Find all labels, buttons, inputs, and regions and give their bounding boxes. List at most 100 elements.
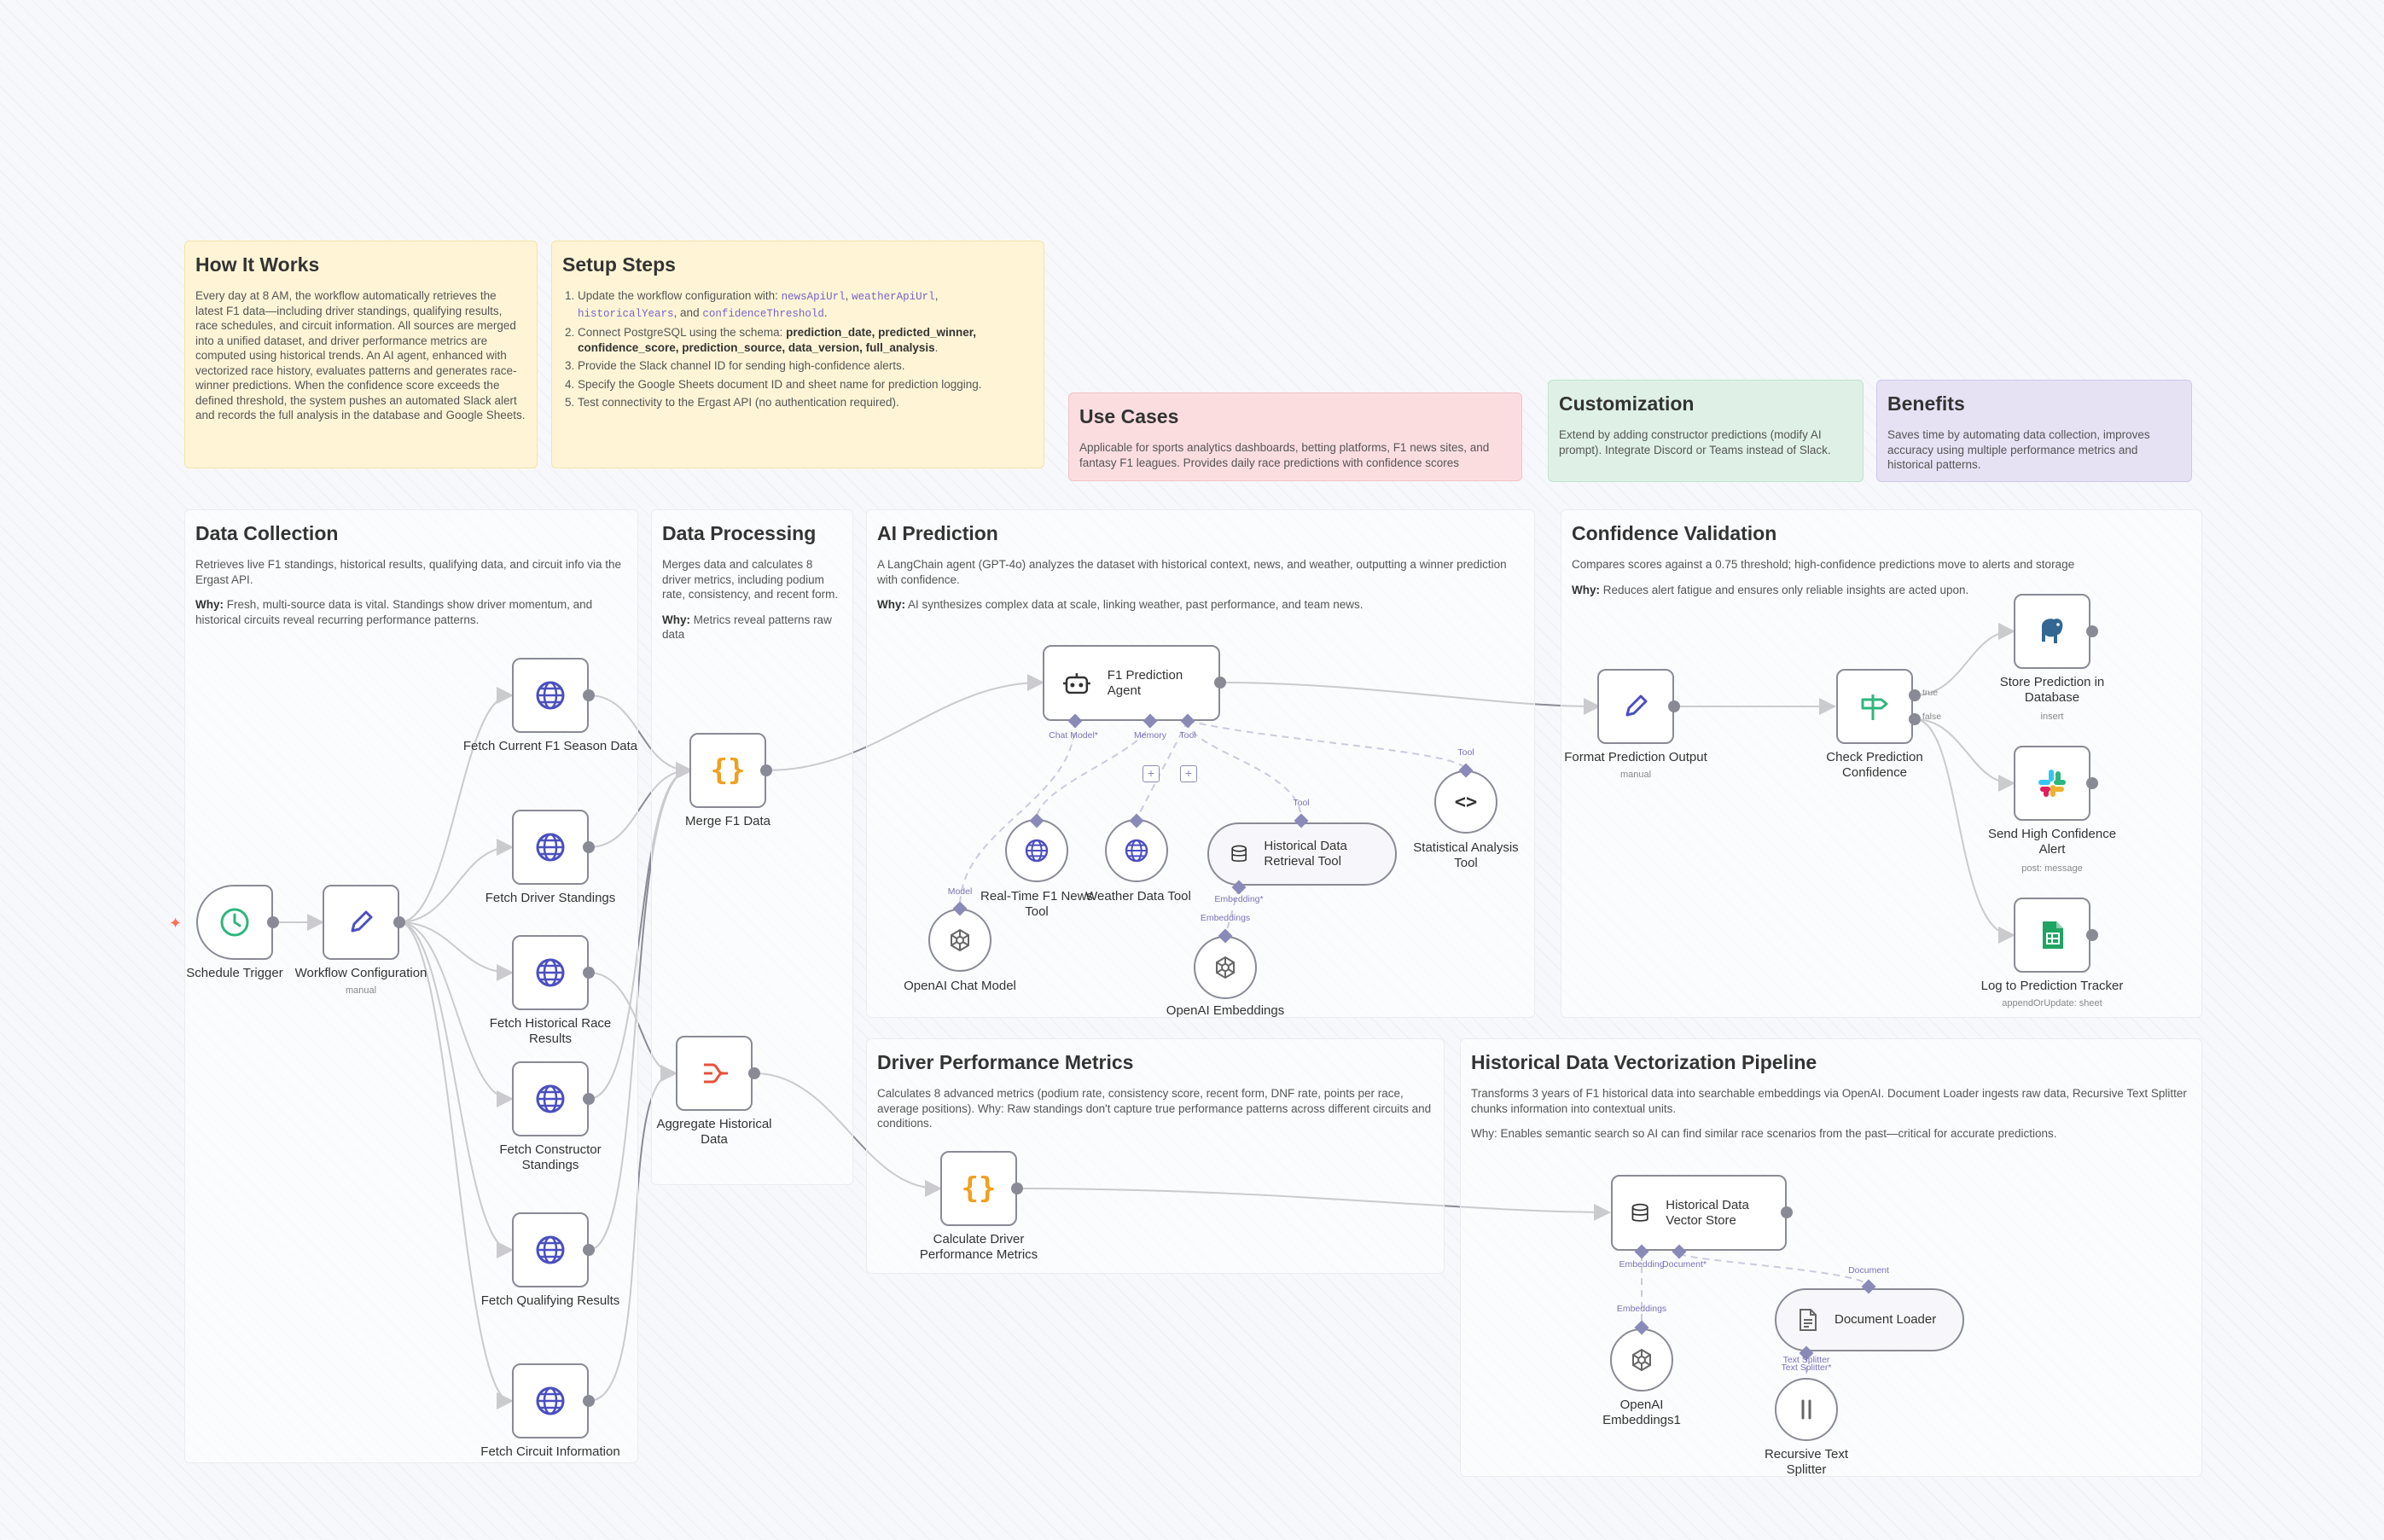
statistical-analysis-tool-node[interactable]: <>	[1434, 770, 1497, 834]
setup-step: Test connectivity to the Ergast API (no …	[578, 395, 1033, 410]
output-handle[interactable]	[760, 764, 772, 776]
output-handle[interactable]	[2086, 929, 2098, 941]
node-label: OpenAI Embeddings	[1166, 1003, 1285, 1018]
note-body: Applicable for sports analytics dashboar…	[1079, 441, 1490, 469]
node-label: OpenAI Embeddings1	[1602, 1398, 1681, 1427]
node-label: Aggregate Historical Data	[656, 1117, 772, 1147]
note-setup-steps[interactable]: Setup Steps Update the workflow configur…	[551, 241, 1044, 468]
node-label: Fetch Current F1 Season Data	[462, 739, 638, 753]
workflow-configuration-node[interactable]	[323, 885, 399, 960]
output-handle[interactable]	[748, 1067, 760, 1079]
globe-icon	[536, 681, 565, 710]
send-slack-alert-node[interactable]	[2014, 746, 2090, 821]
output-handle[interactable]	[583, 1093, 595, 1105]
output-handle[interactable]	[583, 841, 595, 853]
setup-step: Provide the Slack channel ID for sending…	[578, 358, 1033, 374]
node-label: OpenAI Chat Model	[904, 979, 1016, 993]
false-output-handle[interactable]	[1909, 713, 1921, 725]
port-label: Text Splitter*	[1781, 1363, 1832, 1373]
clock-icon	[220, 908, 249, 937]
output-handle[interactable]	[583, 1395, 595, 1407]
add-memory-button[interactable]: +	[1143, 765, 1160, 782]
recursive-text-splitter-node[interactable]	[1775, 1378, 1838, 1441]
output-handle[interactable]	[2086, 625, 2098, 637]
aggregate-icon	[704, 1063, 728, 1084]
node-sublabel: manual	[345, 985, 377, 996]
section-desc: Compares scores against a 0.75 threshold…	[1572, 558, 2075, 571]
database-icon	[1631, 1203, 1648, 1222]
setup-step: Specify the Google Sheets document ID an…	[578, 377, 1033, 392]
code-braces-icon: {}	[961, 1171, 997, 1206]
globe-icon	[536, 1084, 565, 1113]
check-confidence-node[interactable]	[1836, 669, 1913, 744]
note-title: Benefits	[1887, 392, 1965, 415]
openai-chat-model-node[interactable]	[928, 909, 991, 972]
news-tool-node[interactable]	[1005, 819, 1068, 882]
output-handle[interactable]	[2086, 777, 2098, 789]
fetch-circuit-node[interactable]	[512, 1363, 589, 1438]
globe-icon	[536, 833, 565, 862]
note-title: Customization	[1559, 392, 1695, 415]
openai-icon	[1216, 956, 1235, 979]
fetch-driver-standings-node[interactable]	[512, 810, 589, 885]
port-label: Text Splitter	[1782, 1355, 1830, 1365]
output-handle[interactable]	[1214, 677, 1226, 689]
output-handle[interactable]	[393, 916, 405, 928]
output-handle[interactable]	[583, 967, 595, 979]
aggregate-historical-node[interactable]	[676, 1036, 753, 1111]
openai-embeddings-node[interactable]	[1194, 936, 1257, 999]
merge-f1-data-node[interactable]: {}	[689, 733, 766, 808]
setup-step: Connect PostgreSQL using the schema: pre…	[578, 325, 1033, 355]
setup-step: Update the workflow configuration with: …	[578, 288, 1033, 322]
format-prediction-node[interactable]	[1597, 669, 1674, 744]
note-customization[interactable]: Customization Extend by adding construct…	[1548, 380, 1864, 482]
database-icon	[1231, 845, 1247, 862]
output-handle[interactable]	[1668, 700, 1680, 712]
output-handle[interactable]	[267, 916, 279, 928]
section-why: Why: Reduces alert fatigue and ensures o…	[1572, 583, 1969, 596]
signpost-icon	[1861, 694, 1888, 720]
fetch-qualifying-node[interactable]	[512, 1212, 589, 1287]
output-handle[interactable]	[1781, 1206, 1793, 1218]
f1-prediction-agent-node[interactable]: F1 Prediction Agent	[1043, 645, 1220, 721]
calculate-metrics-node[interactable]: {}	[940, 1151, 1017, 1226]
section-desc: Retrieves live F1 standings, historical …	[195, 558, 621, 586]
fetch-season-node[interactable]	[512, 658, 589, 733]
fetch-constructor-node[interactable]	[512, 1061, 589, 1136]
output-handle[interactable]	[583, 1244, 595, 1256]
section-why: Why: Metrics reveal patterns raw data	[662, 613, 832, 642]
node-label: Real-Time F1 News Tool	[980, 889, 1093, 919]
log-google-sheets-node[interactable]	[2014, 898, 2090, 973]
port-label: Embedding*	[1214, 894, 1264, 904]
note-use-cases[interactable]: Use Cases Applicable for sports analytic…	[1068, 392, 1522, 481]
fetch-race-results-node[interactable]	[512, 935, 589, 1010]
output-handle[interactable]	[1011, 1183, 1023, 1194]
node-label: Weather Data Tool	[1085, 889, 1191, 904]
true-output-handle[interactable]	[1909, 689, 1921, 701]
section-title: Historical Data Vectorization Pipeline	[1471, 1051, 1817, 1073]
store-database-node[interactable]	[2014, 594, 2090, 669]
historical-retrieval-tool-node[interactable]: Historical Data Retrieval Tool	[1207, 822, 1397, 886]
schedule-trigger-node[interactable]	[196, 885, 273, 960]
node-sublabel: manual	[1619, 770, 1652, 780]
vector-store-node[interactable]: Historical Data Vector Store	[1611, 1175, 1787, 1251]
node-label: Fetch Historical Race Results	[489, 1016, 612, 1046]
note-benefits[interactable]: Benefits Saves time by automating data c…	[1876, 380, 2192, 482]
openai-embeddings1-node[interactable]	[1610, 1328, 1673, 1392]
port-label: Tool	[1179, 730, 1196, 741]
node-label: Format Prediction Output	[1564, 750, 1707, 764]
section-desc: Transforms 3 years of F1 historical data…	[1471, 1087, 2187, 1115]
add-tool-button[interactable]: +	[1180, 765, 1197, 782]
port-label: Embedding	[1619, 1259, 1665, 1270]
globe-icon	[1125, 839, 1148, 863]
node-label: Recursive Text Splitter	[1764, 1447, 1849, 1477]
note-title: Setup Steps	[562, 253, 676, 276]
code-icon: <>	[1454, 791, 1478, 813]
note-how-it-works[interactable]: How It Works Every day at 8 AM, the work…	[184, 241, 538, 468]
document-loader-node[interactable]: Document Loader	[1775, 1288, 1964, 1351]
section-why: Why: AI synthesizes complex data at scal…	[877, 598, 1364, 611]
weather-tool-node[interactable]	[1105, 819, 1168, 882]
output-handle[interactable]	[583, 689, 595, 701]
section-title: Confidence Validation	[1572, 522, 1777, 544]
